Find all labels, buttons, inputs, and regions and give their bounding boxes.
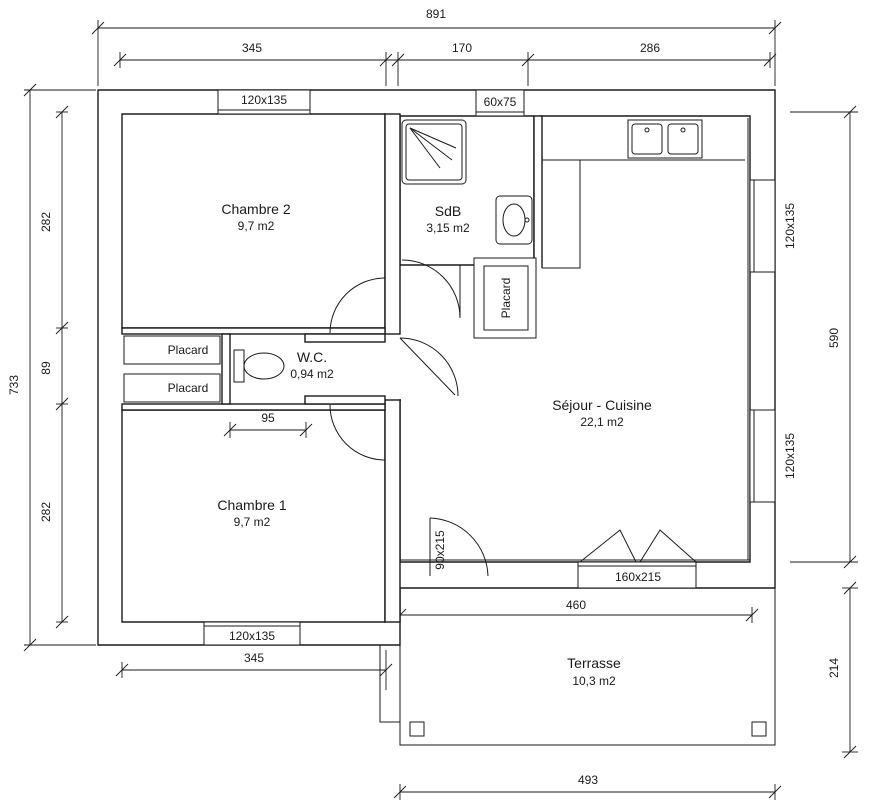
window-chambre1-label: 120x135: [229, 629, 275, 643]
dim-bottom-total: 493: [578, 773, 598, 787]
room-terrasse-name: Terrasse: [567, 655, 621, 671]
bathroom-fixtures: [401, 119, 537, 339]
wc-fixtures: [123, 335, 285, 403]
dim-total-width: 891: [426, 7, 446, 21]
dim-left-chambre2: 282: [39, 212, 53, 232]
partitions: [121, 113, 750, 623]
placard-label-3: Placard: [499, 278, 513, 319]
doors: [329, 259, 697, 577]
window-chambre2-label: 120x135: [241, 93, 287, 107]
window-sejour-top-label: 120x135: [783, 203, 797, 249]
room-chambre2-name: Chambre 2: [221, 201, 290, 217]
kitchen-counter: [542, 119, 745, 269]
door-patio-label: 160x215: [615, 570, 661, 584]
dim-top-sdb: 170: [452, 41, 472, 55]
dim-left-total: 733: [7, 375, 21, 395]
room-wc-name: W.C.: [297, 349, 327, 365]
door-entry-label: 90x215: [433, 530, 447, 570]
placard-label-1: Placard: [168, 343, 209, 357]
room-terrasse-area: 10,3 m2: [572, 674, 616, 688]
dim-top-sejour: 286: [640, 41, 660, 55]
dimension-labels: 891 345 170 286 733 282 89 282 590 214 3…: [7, 7, 841, 787]
opening-labels: 120x135 60x75 120x135 120x135 120x135 90…: [229, 93, 797, 643]
dim-left-chambre1: 282: [39, 502, 53, 522]
room-labels: Chambre 2 9,7 m2 SdB 3,15 m2 W.C. 0,94 m…: [217, 201, 652, 688]
room-chambre1-name: Chambre 1: [217, 497, 286, 513]
dim-bottom-chambre: 345: [244, 651, 264, 665]
room-sejour-name: Séjour - Cuisine: [552, 397, 652, 413]
room-sejour-area: 22,1 m2: [580, 415, 624, 429]
dim-top-chambre: 345: [242, 41, 262, 55]
dim-right-terrasse: 214: [827, 658, 841, 678]
storage-labels: Placard Placard Placard: [168, 278, 513, 395]
room-chambre1-area: 9,7 m2: [234, 515, 271, 529]
room-sdb-area: 3,15 m2: [426, 221, 470, 235]
terrace: [379, 587, 776, 746]
room-chambre2-area: 9,7 m2: [238, 219, 275, 233]
window-sejour-bottom-label: 120x135: [783, 433, 797, 479]
placard-label-2: Placard: [168, 381, 209, 395]
dimension-lines: [23, 20, 858, 800]
room-sdb-name: SdB: [435, 203, 461, 219]
dim-right-sejour: 590: [827, 328, 841, 348]
dim-left-placards: 89: [39, 361, 53, 375]
room-wc-area: 0,94 m2: [290, 367, 334, 381]
dim-wc-width: 95: [261, 411, 275, 425]
windows: [203, 89, 776, 646]
dim-terrasse-width: 460: [566, 598, 586, 612]
window-sdb-label: 60x75: [484, 95, 517, 109]
